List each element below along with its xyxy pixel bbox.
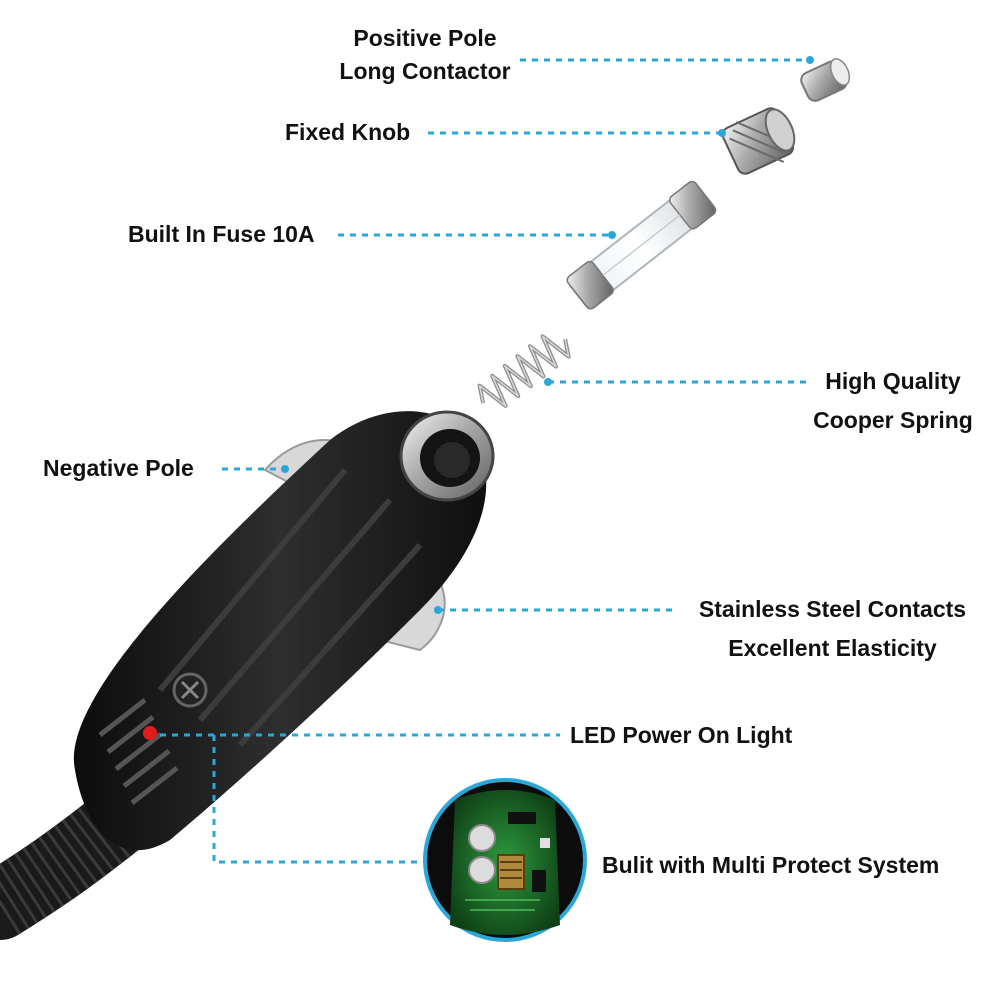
positive-pole-line2: Long Contactor: [339, 58, 511, 84]
fixed-knob-label: Fixed Knob: [285, 119, 411, 145]
fixed-knob-icon: [721, 107, 796, 175]
steel-contacts-label: Stainless Steel Contacts Excellent Elast…: [680, 598, 985, 660]
led-label: LED Power On Light: [570, 722, 793, 748]
protect-label: Bulit with Multi Protect System: [602, 852, 940, 878]
positive-contact-icon: [800, 58, 851, 102]
spring-line1: High Quality: [825, 368, 961, 394]
spring-line2: Cooper Spring: [813, 407, 973, 433]
steel-contacts-line1: Stainless Steel Contacts: [698, 596, 967, 622]
glass-fuse-icon: [566, 180, 717, 310]
positive-pole-label: Positive Pole Long Contactor: [300, 27, 550, 83]
positive-pole-line1: Positive Pole: [353, 25, 497, 51]
steel-contacts-line2: Excellent Elasticity: [728, 635, 937, 661]
fuse-label: Built In Fuse 10A: [128, 221, 315, 247]
led-icon: [143, 726, 157, 740]
circuit-board-icon: [423, 778, 587, 942]
negative-pole-label: Negative Pole: [43, 455, 194, 481]
copper-spring-icon: [477, 334, 571, 408]
leader-dots: [281, 56, 814, 614]
plug-body-icon: [73, 410, 495, 851]
leader-lines: [160, 58, 810, 864]
leader-protect: [212, 735, 425, 864]
spring-label: High Quality Cooper Spring: [800, 370, 986, 432]
